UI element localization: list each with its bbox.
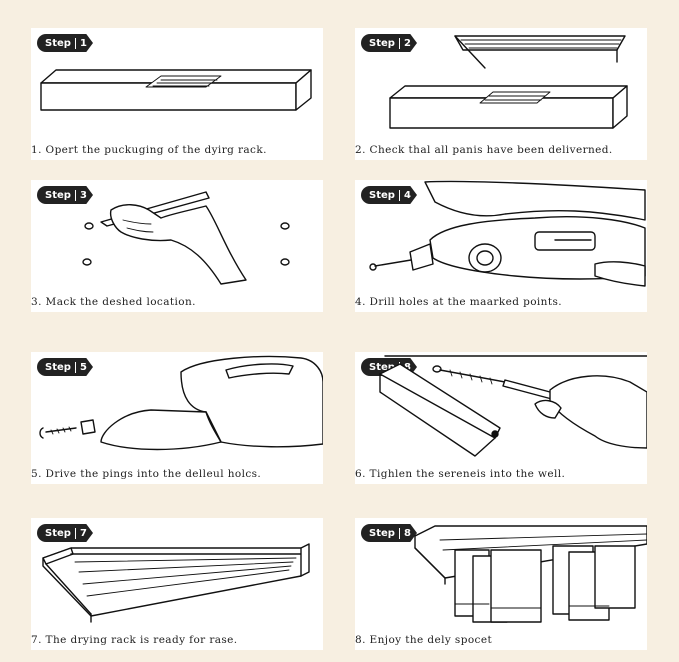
step-panel-8: Step 8 8. Enjoy the dely spocet — [355, 518, 647, 650]
illustration-tighten-screws — [355, 352, 647, 464]
step-panel-5: Step 5 5. Drive the pings into the delle… — [31, 352, 323, 484]
illustration-drive-plugs — [31, 352, 323, 464]
illustration-check-parts — [355, 28, 647, 140]
step-caption: 6. Tighlen the sereneis into the well. — [355, 468, 647, 480]
step-caption: 3. Mack the deshed location. — [31, 296, 323, 308]
step-caption: 7. The drying rack is ready for rase. — [31, 634, 323, 646]
illustration-open-packaging — [31, 28, 323, 140]
step-panel-6: Step 8 6. Tighlen the sereneis into the … — [355, 352, 647, 484]
step-caption: 5. Drive the pings into the delleul holc… — [31, 468, 323, 480]
step-caption: 8. Enjoy the dely spocet — [355, 634, 647, 646]
step-caption: 2. Check thal all panis have been delive… — [355, 144, 647, 156]
step-panel-4: Step 4 4. Drill holes at the maarked poi… — [355, 180, 647, 312]
step-panel-7: Step 7 7. The drying rack is ready for r… — [31, 518, 323, 650]
illustration-enjoy-rack — [355, 518, 647, 630]
step-panel-1: Step 1 1. Opert the puckuging of the dyi… — [31, 28, 323, 160]
illustration-rack-ready — [31, 518, 323, 630]
step-caption: 1. Opert the puckuging of the dyirg rack… — [31, 144, 323, 156]
illustration-mark-location — [31, 180, 323, 292]
illustration-drill-holes — [355, 180, 647, 292]
step-caption: 4. Drill holes at the maarked points. — [355, 296, 647, 308]
step-panel-2: Step 2 2. Check thal all panis have been… — [355, 28, 647, 160]
step-panel-3: Step 3 3. Mack the deshed location. — [31, 180, 323, 312]
